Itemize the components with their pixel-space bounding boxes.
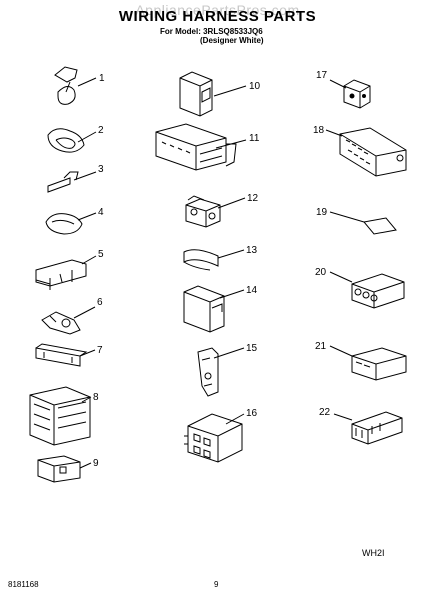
part-number-19: 19	[316, 207, 328, 218]
part-16-leader	[225, 413, 245, 425]
part-17-leader	[329, 79, 347, 89]
part-number-9: 9	[93, 458, 99, 469]
part-11-leader	[215, 139, 247, 149]
part-13-leader	[217, 249, 245, 259]
part-5-leader	[81, 255, 97, 265]
page-title: WIRING HARNESS PARTS	[118, 8, 317, 25]
part-3-drawing	[47, 171, 79, 193]
part-13-drawing	[183, 249, 219, 271]
part-number-16: 16	[246, 408, 258, 419]
part-10-drawing	[179, 71, 213, 117]
part-16-drawing	[184, 413, 243, 463]
part-14-drawing	[183, 285, 225, 333]
part-8-drawing	[29, 386, 91, 446]
part-9-drawing	[37, 455, 81, 483]
watermark: AppliancePartsPros.com	[135, 2, 300, 18]
part-number-11: 11	[249, 133, 260, 144]
part-4-drawing	[45, 213, 83, 235]
model-line: For Model: 3RLSQ8533JQ6	[160, 27, 263, 36]
part-number-7: 7	[97, 345, 103, 356]
part-number-1: 1	[99, 73, 105, 84]
part-number-4: 4	[98, 207, 104, 218]
part-10-leader	[213, 85, 247, 97]
part-20-drawing	[351, 273, 405, 309]
part-18-drawing	[339, 127, 407, 177]
part-14-leader	[219, 289, 245, 299]
part-number-14: 14	[246, 285, 258, 296]
part-number-5: 5	[98, 249, 104, 260]
part-3-leader	[73, 171, 97, 181]
part-15-leader	[213, 347, 245, 359]
part-number-13: 13	[246, 245, 258, 256]
part-6-drawing	[41, 311, 81, 335]
part-9-leader	[79, 462, 92, 469]
part-22-drawing	[351, 411, 403, 445]
part-2-drawing	[47, 128, 85, 153]
part-number-2: 2	[98, 125, 104, 136]
part-number-6: 6	[97, 297, 103, 308]
part-number-10: 10	[249, 81, 261, 92]
part-1-drawing	[54, 66, 78, 105]
part-21-drawing	[351, 347, 407, 381]
part-21-leader	[329, 345, 353, 357]
part-2-leader	[77, 131, 97, 143]
part-number-21: 21	[315, 341, 327, 352]
document-number: 8181168	[8, 580, 39, 589]
part-12-drawing	[185, 195, 221, 228]
part-number-22: 22	[319, 407, 331, 418]
part-number-15: 15	[246, 343, 258, 354]
part-4-leader	[77, 212, 97, 221]
part-15-drawing	[197, 347, 219, 397]
part-number-12: 12	[247, 193, 259, 204]
part-5-drawing	[35, 259, 87, 290]
part-number-17: 17	[316, 70, 328, 81]
part-19-drawing	[363, 217, 397, 235]
part-number-20: 20	[315, 267, 327, 278]
part-20-leader	[329, 271, 353, 283]
part-12-leader	[217, 197, 246, 209]
part-number-3: 3	[98, 164, 104, 175]
part-8-leader	[81, 396, 92, 403]
part-6-leader	[73, 306, 96, 319]
page-number: 9	[214, 580, 219, 589]
part-11-drawing	[155, 123, 237, 171]
part-18-leader	[325, 129, 343, 137]
model-info: For Model: 3RLSQ8533JQ6 (Designer White)	[160, 27, 264, 45]
part-1-leader	[77, 77, 97, 87]
part-7-leader	[79, 349, 96, 357]
part-19-leader	[329, 211, 365, 223]
part-22-leader	[333, 413, 353, 421]
model-variant: (Designer White)	[200, 36, 264, 45]
part-number-18: 18	[313, 125, 325, 136]
part-7-drawing	[35, 343, 88, 367]
diagram-code: WH2I	[362, 548, 385, 558]
part-number-8: 8	[93, 392, 99, 403]
part-17-drawing	[343, 79, 371, 109]
